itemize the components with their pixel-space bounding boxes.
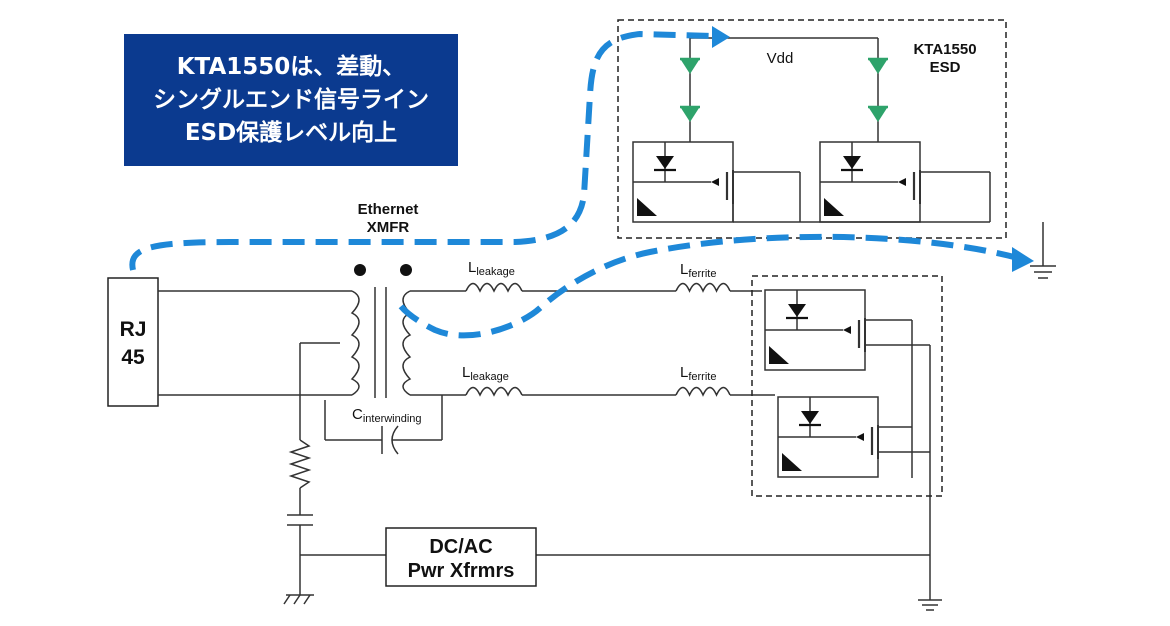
l-leakage-top-label: Lleakage [468, 259, 515, 278]
rj45-connector: RJ 45 [107, 277, 159, 407]
esd-path-arrow-vdd [712, 26, 730, 48]
kta1550-esd-block: Vdd KTA1550 ESD [617, 19, 1007, 239]
l-ferrite-top-label: Lferrite [680, 261, 716, 280]
polarity-dot-right [400, 264, 412, 276]
esd-path-arrow-ground [1012, 247, 1034, 272]
c-interwinding-label: Cinterwinding [352, 406, 422, 425]
l-leakage-bottom [465, 386, 523, 397]
pwr-xfrmrs-block: DC/AC Pwr Xfrmrs [385, 527, 537, 587]
line-esd-block [751, 275, 943, 497]
pwr-label-1: DC/AC [429, 536, 492, 558]
green-diode-2 [678, 105, 702, 124]
tvs-cell-bottom [776, 395, 898, 479]
title-line-1: KTA1550は、差動、 [176, 53, 406, 80]
title-banner: KTA1550は、差動、 シングルエンド信号ライン ESD保護レベル向上 [124, 34, 458, 166]
title-line-3: ESD保護レベル向上 [184, 119, 398, 146]
esd-label-1: KTA1550 [913, 41, 976, 58]
ethernet-transformer [350, 287, 412, 398]
c-interwinding [381, 425, 399, 455]
vdd-label: Vdd [767, 50, 794, 67]
esd-current-path [129, 30, 1019, 339]
pwr-label-2: Pwr Xfrmrs [408, 560, 515, 582]
l-ferrite-bottom-label: Lferrite [680, 364, 716, 383]
green-diode-4 [866, 105, 890, 124]
l-ferrite-bottom [675, 386, 731, 397]
earth-ground-icon [1030, 222, 1056, 279]
l-leakage-bottom-label: Lleakage [462, 364, 509, 383]
esd-label-2: ESD [930, 59, 961, 76]
l-ferrite-top [675, 282, 731, 293]
bias-resistor [288, 439, 312, 489]
title-line-2: シングルエンド信号ライン [153, 86, 429, 113]
bias-capacitor [287, 514, 313, 526]
wiring [158, 290, 931, 600]
chassis-ground-icon [283, 594, 314, 605]
xmfr-label-1: Ethernet [358, 201, 419, 218]
xmfr-label-2: XMFR [367, 219, 410, 236]
rj45-label-2: 45 [121, 346, 145, 369]
rj45-label-1: RJ [120, 318, 147, 341]
ground-icon-right [918, 599, 942, 611]
tvs-cell-top [763, 288, 885, 372]
green-diode-1 [678, 57, 702, 76]
green-diode-3 [866, 57, 890, 76]
polarity-dot-left [354, 264, 366, 276]
tvs-cell-esd-right [818, 140, 940, 224]
l-leakage-top [465, 282, 523, 293]
